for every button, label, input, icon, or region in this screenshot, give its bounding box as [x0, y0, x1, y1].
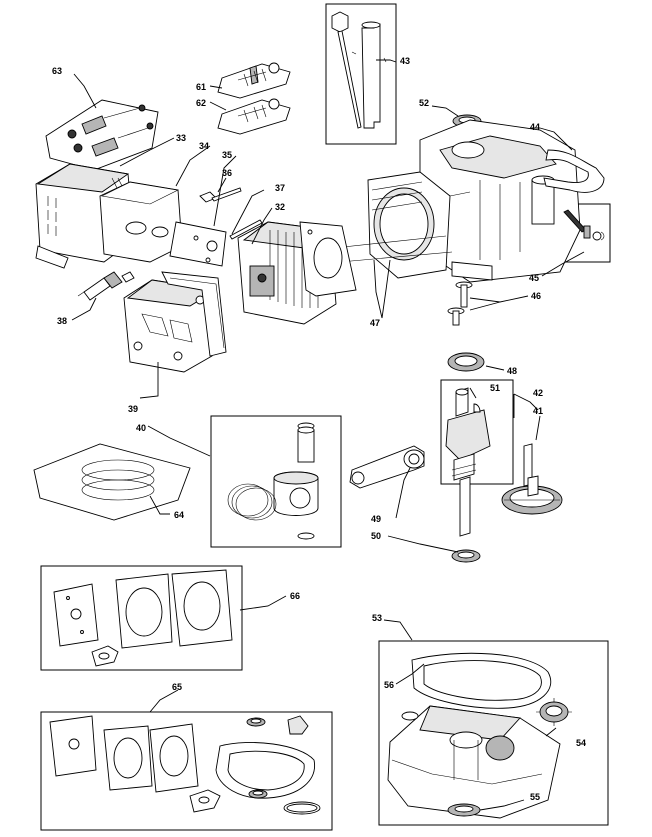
bolt-kit-bag	[45, 99, 159, 171]
crankshaft	[445, 387, 491, 537]
head-gasket-loose	[299, 221, 357, 297]
gasket-set-66-parts	[53, 569, 233, 667]
callout-63: 63	[52, 66, 62, 76]
head-studs	[333, 235, 453, 263]
callout-56: 56	[384, 680, 394, 690]
full-gasket-kit-frame	[40, 711, 333, 831]
cylinder-barrel	[367, 171, 451, 279]
valve-intake-bag	[217, 62, 291, 99]
sump-oil-seal	[447, 803, 481, 817]
callout-51: 51	[490, 383, 500, 393]
callout-53: 53	[372, 613, 382, 623]
leader-lines	[71, 59, 585, 811]
valve-cover	[123, 279, 218, 373]
callout-44: 44	[530, 122, 540, 132]
callout-46: 46	[531, 291, 541, 301]
valve-cover-gasket	[161, 271, 227, 357]
callout-33: 33	[176, 133, 186, 143]
camshaft	[501, 443, 563, 515]
sump-kit-frame	[378, 640, 609, 826]
callout-45: 45	[529, 273, 539, 283]
callout-55: 55	[530, 792, 540, 802]
callout-32: 32	[275, 202, 285, 212]
sump-gasket-56	[411, 652, 552, 709]
woodruff-key	[473, 403, 481, 413]
callout-43: 43	[400, 56, 410, 66]
callout-48: 48	[507, 366, 517, 376]
callout-42: 42	[533, 388, 543, 398]
governor-gear	[536, 698, 572, 726]
callout-50: 50	[371, 531, 381, 541]
muffler-gasket	[169, 221, 227, 267]
callout-38: 38	[57, 316, 67, 326]
breather-bolt	[563, 209, 605, 241]
callout-35: 35	[222, 150, 232, 160]
callout-41: 41	[533, 406, 543, 416]
crankshaft-kit-frame	[440, 379, 514, 485]
callout-62: 62	[196, 98, 206, 108]
callout-66: 66	[290, 591, 300, 601]
head-gasket-kit-frame	[40, 565, 243, 671]
piston-kit-frame	[210, 415, 342, 548]
callout-34: 34	[199, 141, 209, 151]
piston-assembly	[227, 422, 319, 540]
callout-52: 52	[419, 98, 429, 108]
crank-oil-seal	[451, 549, 481, 563]
callout-64: 64	[174, 510, 184, 520]
callout-36: 36	[222, 168, 232, 178]
spark-plug	[77, 271, 135, 301]
callout-54: 54	[576, 738, 586, 748]
sump-cover	[387, 705, 561, 819]
callout-61: 61	[196, 82, 206, 92]
muffler-bolt	[199, 187, 242, 203]
main-bearing	[447, 352, 485, 372]
callout-47: 47	[370, 318, 380, 328]
callout-39: 39	[128, 404, 138, 414]
connecting-rod	[349, 445, 425, 489]
valve-exhaust-bag	[217, 98, 291, 135]
dipstick-kit-frame	[325, 3, 397, 145]
callout-37: 37	[275, 183, 285, 193]
piston-rings-bag	[33, 443, 191, 521]
dipstick-assembly	[331, 11, 387, 129]
callout-49: 49	[371, 514, 381, 524]
callout-65: 65	[172, 682, 182, 692]
dowel-pins	[447, 281, 473, 326]
gasket-set-65-parts	[49, 715, 321, 815]
breather-hose	[543, 149, 605, 193]
callout-40: 40	[136, 423, 146, 433]
crankcase-block	[419, 119, 581, 283]
callout-labels: 43 52 44 45 46 47 48 42 41 51 49 50 63 6…	[52, 56, 586, 802]
muffler-guard	[99, 181, 183, 263]
